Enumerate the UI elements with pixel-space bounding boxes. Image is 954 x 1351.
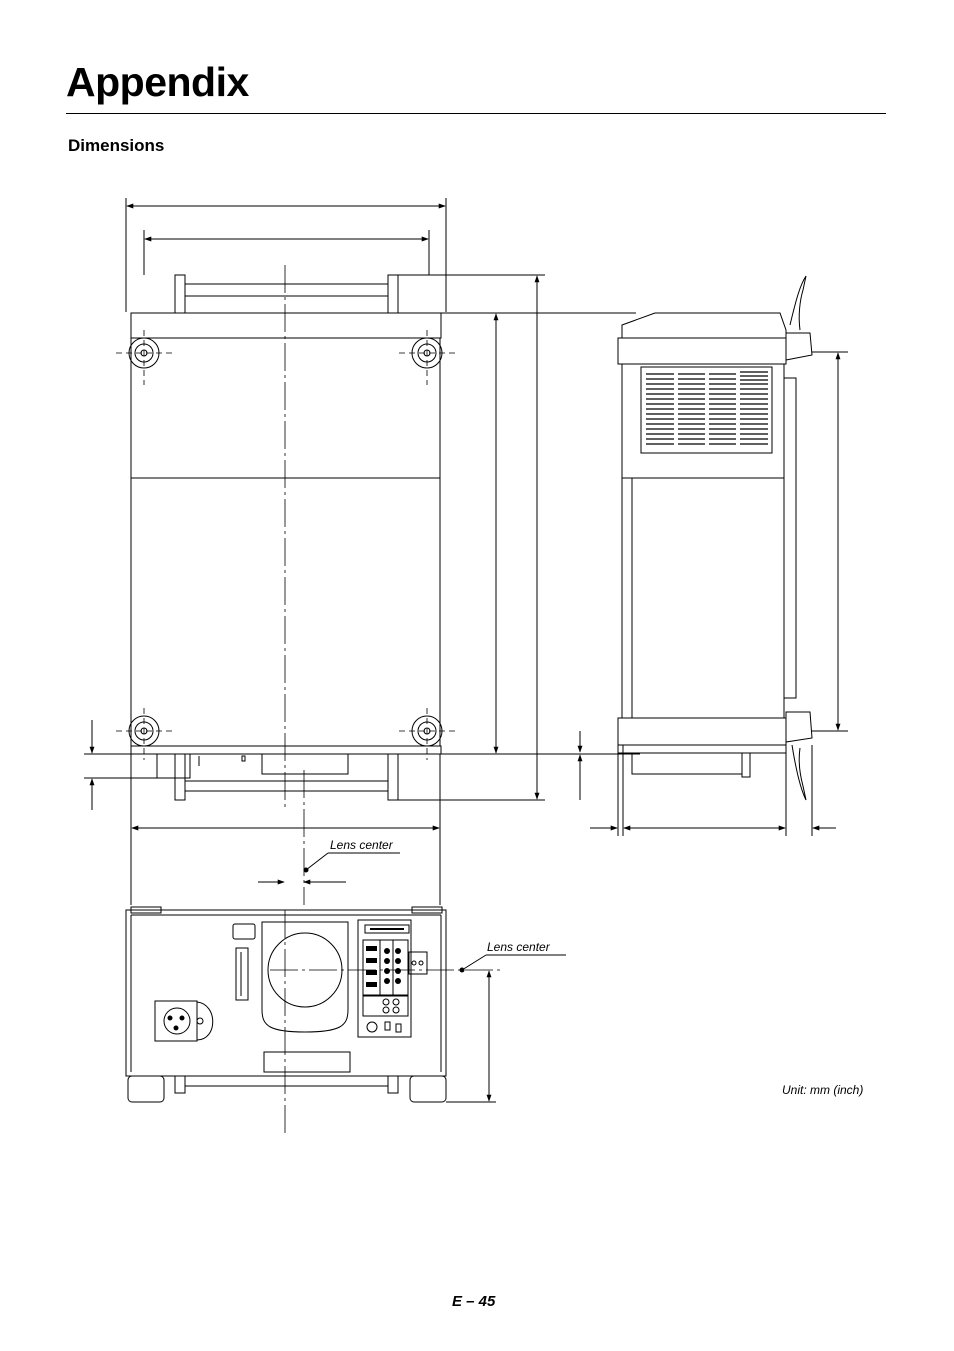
front-view	[125, 906, 566, 1133]
top-view-lens-center-label: Lens center	[330, 838, 393, 852]
side-view	[577, 275, 848, 836]
title-rule	[66, 113, 886, 114]
section-heading: Dimensions	[68, 136, 165, 155]
page-number: E – 45	[452, 1293, 496, 1310]
unit-note: Unit: mm (inch)	[782, 1083, 864, 1097]
top-view	[84, 198, 640, 905]
front-view-lens-center-label: Lens center	[487, 940, 550, 954]
page-title: Appendix	[66, 59, 249, 105]
vent-grille	[646, 371, 768, 445]
